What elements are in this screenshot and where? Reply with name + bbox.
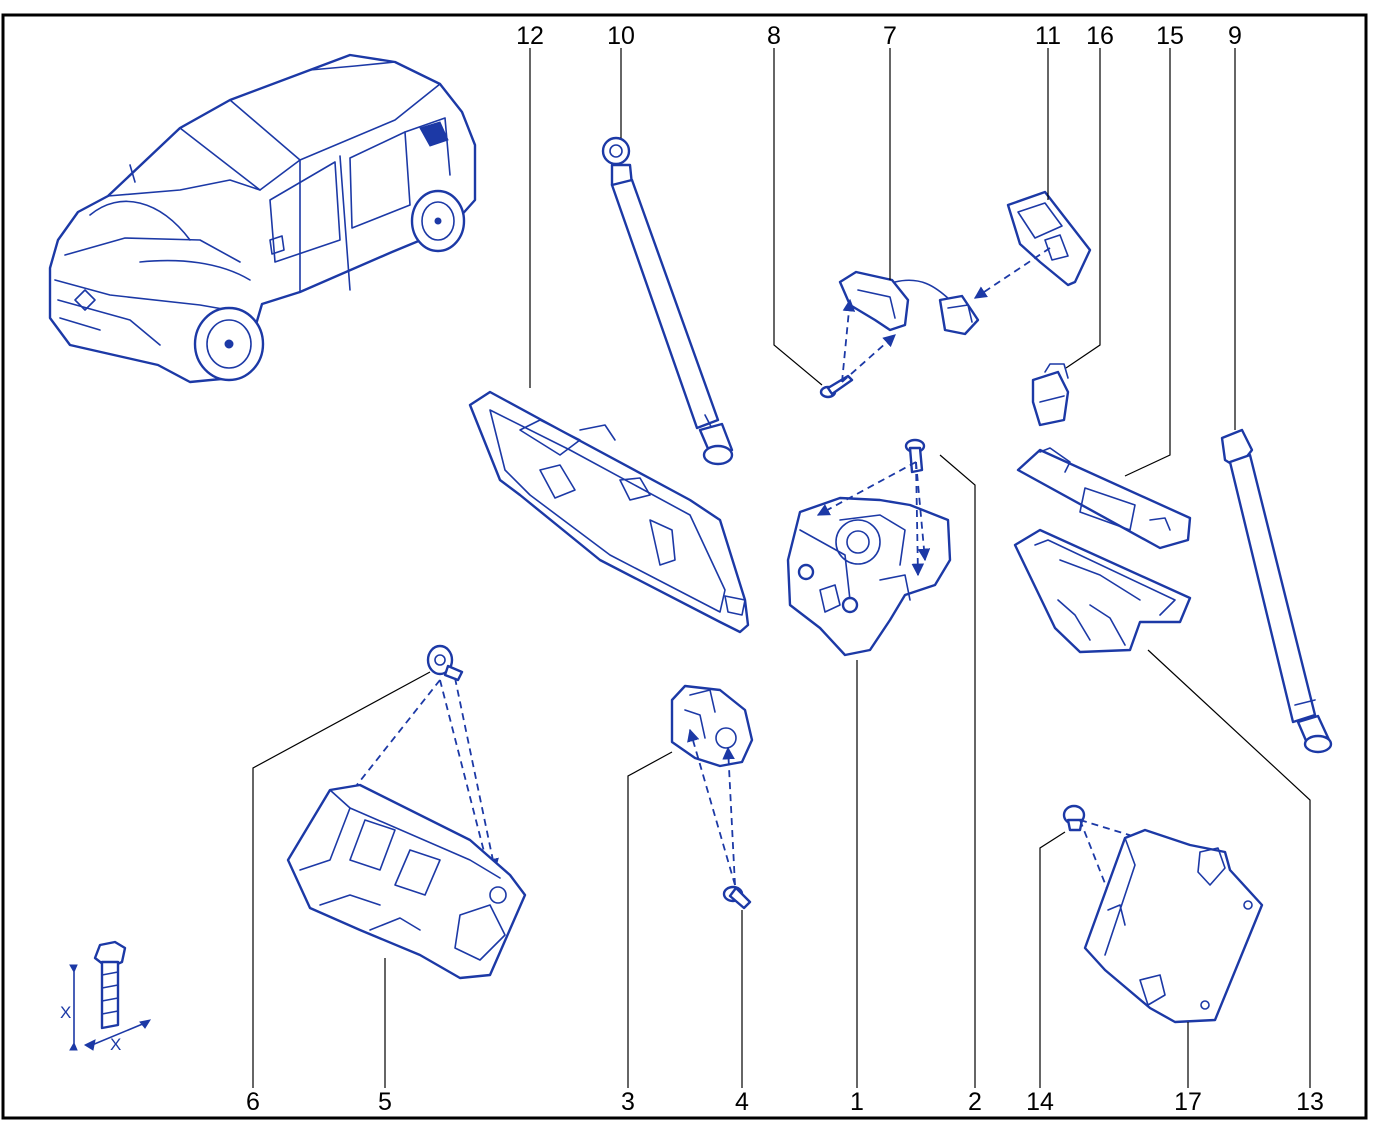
bolt-legend: [69, 940, 152, 1051]
callout-1: 1: [850, 1088, 864, 1116]
part-10-gas-strut: [601, 136, 734, 466]
part-7-harness-switch: [838, 270, 980, 336]
part-12-frame-trim: [468, 390, 750, 634]
part-17-control-module: [1083, 828, 1264, 1024]
callout-10: 10: [607, 22, 635, 50]
part-11-connector-housing: [1006, 190, 1092, 287]
part-2-latch-bolt: [904, 438, 926, 474]
callout-16: 16: [1086, 22, 1114, 50]
callout-2: 2: [968, 1088, 982, 1116]
part-13-handle-assembly: [1013, 528, 1192, 654]
part-4-screw: [722, 885, 752, 910]
callout-11: 11: [1035, 22, 1061, 50]
bolt-dim-width-label: X: [110, 1035, 121, 1054]
callout-5: 5: [378, 1088, 392, 1116]
part-6-bolt: [426, 644, 464, 682]
bolt-dim-height-label: X: [60, 1003, 71, 1022]
callout-7: 7: [883, 22, 897, 50]
part-9-gas-strut: [1220, 428, 1333, 754]
callout-14: 14: [1026, 1088, 1054, 1116]
vehicle-illustration: [48, 53, 477, 384]
callout-13: 13: [1296, 1088, 1324, 1116]
callout-12: 12: [516, 22, 544, 50]
leader-lines: [252, 48, 1311, 1088]
part-1-latch-motor: [786, 496, 952, 657]
part-16-small-switch: [1031, 363, 1070, 427]
part-3-lock-cylinder: [670, 684, 754, 768]
callout-9: 9: [1228, 22, 1242, 50]
diagram-frame: [1, 13, 1368, 1120]
part-8-small-screw: [819, 374, 854, 399]
callout-17: 17: [1174, 1088, 1202, 1116]
part-5-latch-mechanism: [286, 783, 527, 980]
callout-15: 15: [1156, 22, 1184, 50]
callout-3: 3: [621, 1088, 635, 1116]
part-15-panel: [1016, 447, 1192, 550]
callout-6: 6: [246, 1088, 260, 1116]
callout-4: 4: [735, 1088, 749, 1116]
part-14-clip-nut: [1062, 804, 1086, 832]
callout-8: 8: [767, 22, 781, 50]
